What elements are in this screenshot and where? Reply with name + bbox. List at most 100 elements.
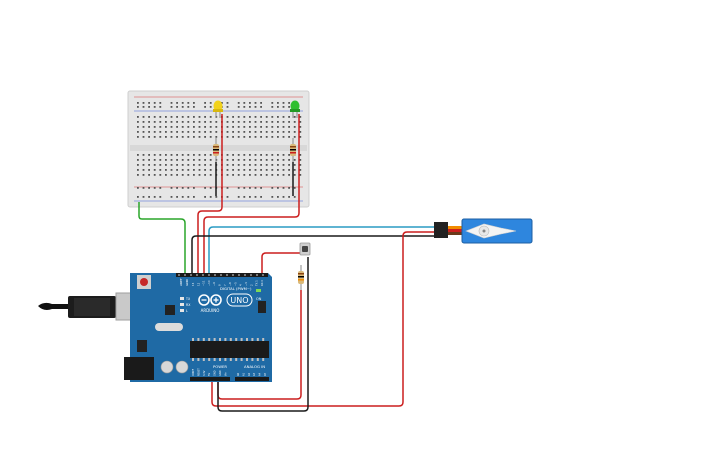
breadboard-hole	[226, 164, 229, 166]
chip-pin	[246, 358, 248, 361]
header-pin	[232, 274, 234, 276]
breadboard-hole	[288, 126, 290, 128]
breadboard-hole	[204, 164, 206, 166]
breadboard-hole	[243, 121, 246, 123]
chip-pin	[251, 338, 254, 341]
usb-cable[interactable]	[38, 292, 145, 321]
breadboard-hole	[170, 196, 173, 198]
aref-label: AREF	[179, 278, 183, 286]
breadboard-hole	[159, 174, 162, 176]
resistor-2[interactable]	[290, 138, 296, 162]
servo-motor[interactable]	[434, 218, 533, 244]
breadboard-hole	[198, 126, 201, 128]
breadboard-hole	[209, 174, 212, 176]
breadboard-hole	[137, 159, 139, 161]
power-header[interactable]	[190, 377, 230, 381]
rx-label: RX	[186, 303, 191, 307]
green-led[interactable]	[290, 100, 300, 119]
reset-button[interactable]	[140, 278, 148, 286]
breadboard-hole	[142, 126, 145, 128]
breadboard-hole	[299, 136, 302, 138]
chip-pin	[213, 358, 216, 361]
breadboard-hole	[181, 131, 184, 133]
breadboard-hole	[271, 159, 274, 161]
breadboard-hole	[293, 126, 296, 128]
breadboard-hole	[137, 187, 139, 189]
wire-red[interactable]	[197, 180, 223, 273]
breadboard-hole	[209, 136, 212, 138]
breadboard-hole	[288, 169, 290, 171]
breadboard-hole	[243, 164, 246, 166]
servo-connector	[434, 222, 448, 238]
breadboard-hole	[232, 154, 234, 156]
breadboard-hole	[282, 187, 285, 189]
breadboard-hole	[181, 106, 184, 108]
breadboard-hole	[249, 102, 251, 104]
wire-red[interactable]	[261, 252, 302, 273]
breadboard-hole	[209, 102, 212, 104]
resistor-3[interactable]	[298, 265, 304, 290]
resistor-1[interactable]	[213, 138, 219, 162]
breadboard-hole	[187, 174, 190, 176]
breadboard-hole	[153, 102, 156, 104]
breadboard-hole	[271, 116, 274, 118]
wire-green[interactable]	[138, 202, 186, 273]
breadboard-hole	[170, 126, 173, 128]
breadboard-hole	[209, 164, 212, 166]
wire-black[interactable]	[217, 257, 309, 412]
breadboard-hole	[198, 116, 201, 118]
breadboard-hole	[265, 116, 268, 118]
breadboard-holes	[137, 102, 302, 198]
header-pin	[202, 274, 204, 276]
breadboard-hole	[271, 164, 274, 166]
breadboard-hole	[226, 121, 229, 123]
breadboard-hole	[243, 106, 246, 108]
breadboard-hole	[193, 187, 195, 189]
chip-pin	[192, 358, 194, 361]
breadboard-hole	[215, 126, 218, 128]
breadboard-hole	[170, 121, 173, 123]
gnd-label: GND	[185, 278, 189, 286]
power-pin-label: IOREF	[192, 368, 195, 376]
breadboard-hole	[260, 102, 262, 104]
breadboard-hole	[265, 164, 268, 166]
chip-pin	[256, 358, 259, 361]
digital-pin-label: RX 0	[260, 280, 264, 286]
breadboard-hole	[265, 174, 268, 176]
breadboard-hole	[288, 154, 290, 156]
breadboard-hole	[153, 121, 156, 123]
breadboard-hole	[260, 136, 262, 138]
wire-red[interactable]	[203, 180, 300, 273]
power-pin-label: 3.3V	[203, 370, 206, 376]
analog-header[interactable]	[235, 377, 269, 381]
wire-red[interactable]	[211, 231, 438, 407]
breadboard-hole	[204, 196, 206, 198]
breadboard-hole	[271, 121, 274, 123]
breadboard-hole	[153, 169, 156, 171]
digital-pin-label: 7	[223, 284, 227, 286]
breadboard-hole	[181, 169, 184, 171]
breadboard-hole	[232, 164, 234, 166]
chip-pin	[197, 338, 200, 341]
chip-pin	[219, 358, 221, 361]
breadboard-hole	[181, 136, 184, 138]
pushbutton[interactable]	[299, 242, 311, 256]
breadboard-hole	[142, 121, 145, 123]
breadboard-hole	[277, 154, 279, 156]
breadboard-hole	[293, 131, 296, 133]
wire-black[interactable]	[191, 235, 438, 273]
yellow-led[interactable]	[213, 100, 223, 119]
wire-teal[interactable]	[208, 226, 438, 273]
chip-pin	[262, 358, 265, 361]
breadboard-hole	[159, 106, 162, 108]
breadboard-hole	[288, 196, 290, 198]
breadboard-hole	[176, 131, 178, 133]
breadboard-hole	[226, 106, 229, 108]
breadboard-hole	[153, 187, 156, 189]
breadboard-hole	[243, 136, 246, 138]
breadboard-hole	[176, 174, 178, 176]
breadboard-hole	[153, 154, 156, 156]
breadboard-hole	[198, 121, 201, 123]
